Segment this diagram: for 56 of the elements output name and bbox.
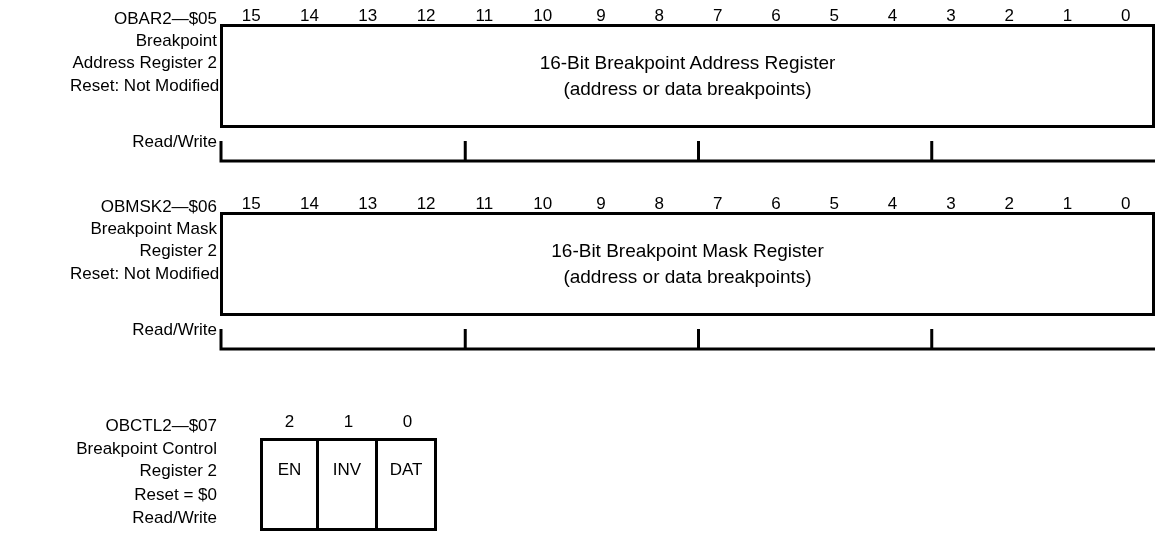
reset-value: Reset = $0 [133,484,217,506]
bit-field-cell: EN [260,438,319,531]
bit-field-cell: DAT [375,438,437,531]
bit-number: 5 [828,5,840,27]
bit-number: 12 [415,193,437,215]
register-name: OBCTL2—$07 [104,415,217,437]
reset-value: Reset: Not Modified [70,75,217,97]
bit-number: 1 [1061,193,1074,215]
bit-number: 4 [886,5,899,27]
bit-number: 0 [1120,193,1132,215]
bit-number: 0 [401,411,414,433]
bit-number: 10 [532,193,554,215]
bit-number: 2 [283,411,296,433]
bit-number: 15 [240,193,262,215]
access-type: Read/Write [131,507,217,529]
access-type: Read/Write [131,131,217,153]
register-box [220,212,1155,316]
bit-number: 11 [474,193,495,215]
bit-number: 7 [711,193,724,215]
bit-number: 8 [653,193,666,215]
bit-number: 2 [1003,193,1015,215]
bit-number: 1 [1061,5,1074,27]
register-text: (address or data breakpoints) [563,77,812,101]
reset-value: Reset: Not Modified [70,263,217,285]
bit-number: 14 [299,193,320,215]
bit-number: 8 [653,5,666,27]
bit-number: 1 [342,411,355,433]
register-text: (address or data breakpoints) [563,265,812,289]
bit-number: 6 [770,193,782,215]
register-box [220,24,1155,128]
register-name: OBAR2—$05 [113,8,217,30]
bit-field-cell: INV [316,438,378,531]
bit-number: 4 [886,193,899,215]
bit-number: 0 [1120,5,1132,27]
register-text: 16-Bit Breakpoint Mask Register [551,239,824,263]
bit-number: 9 [595,5,607,27]
register-text: 16-Bit Breakpoint Address Register [539,51,836,75]
register-name: OBMSK2—$06 [99,196,217,218]
bit-number: 10 [532,5,554,27]
register-description: Breakpoint Mask Register 2 [89,218,217,262]
bit-number: 3 [945,5,957,27]
bit-number: 2 [1003,5,1015,27]
bit-number: 13 [357,5,379,27]
access-type: Read/Write [131,319,217,341]
bit-number: 12 [415,5,437,27]
register-description: Breakpoint Control Register 2 [75,438,217,482]
bit-number: 9 [595,193,607,215]
bit-number: 5 [828,193,840,215]
bit-number: 7 [711,5,724,27]
bit-number: 3 [945,193,957,215]
register-description: Breakpoint Address Register 2 [71,30,217,74]
bit-number: 15 [240,5,262,27]
bit-number: 13 [357,193,379,215]
bit-number: 14 [299,5,320,27]
bit-number: 11 [474,5,495,27]
bit-number: 6 [770,5,782,27]
